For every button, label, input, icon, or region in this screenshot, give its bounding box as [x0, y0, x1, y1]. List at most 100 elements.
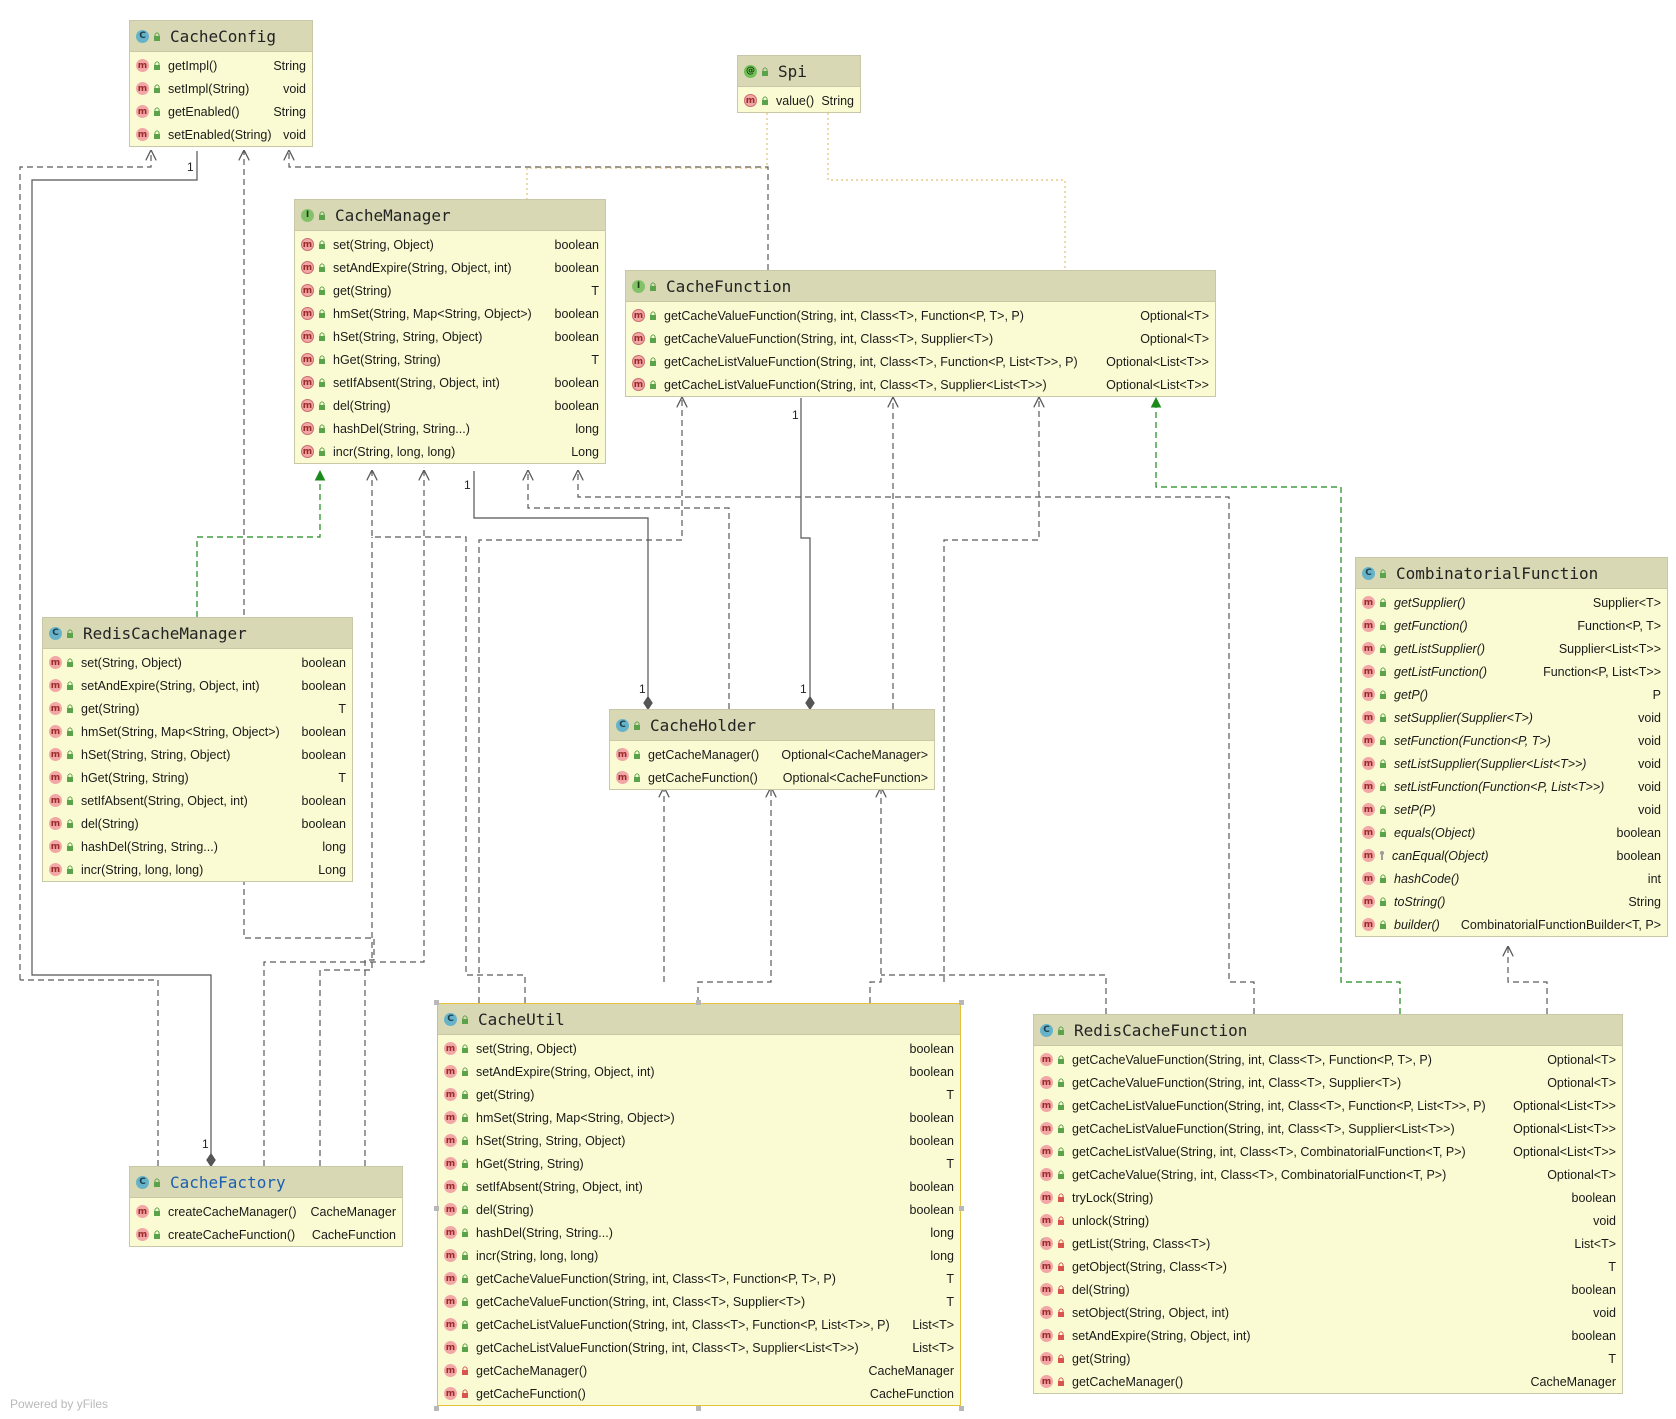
selection-handle[interactable] — [434, 1000, 439, 1005]
selection-handle[interactable] — [696, 1000, 701, 1005]
selection-handle[interactable] — [696, 1406, 701, 1411]
selection-handle[interactable] — [959, 1000, 964, 1005]
selection-handle[interactable] — [959, 1406, 964, 1411]
class-header[interactable]: @Spi — [738, 56, 860, 87]
selection-handle[interactable] — [434, 1406, 439, 1411]
selection-handle[interactable] — [434, 1205, 439, 1211]
